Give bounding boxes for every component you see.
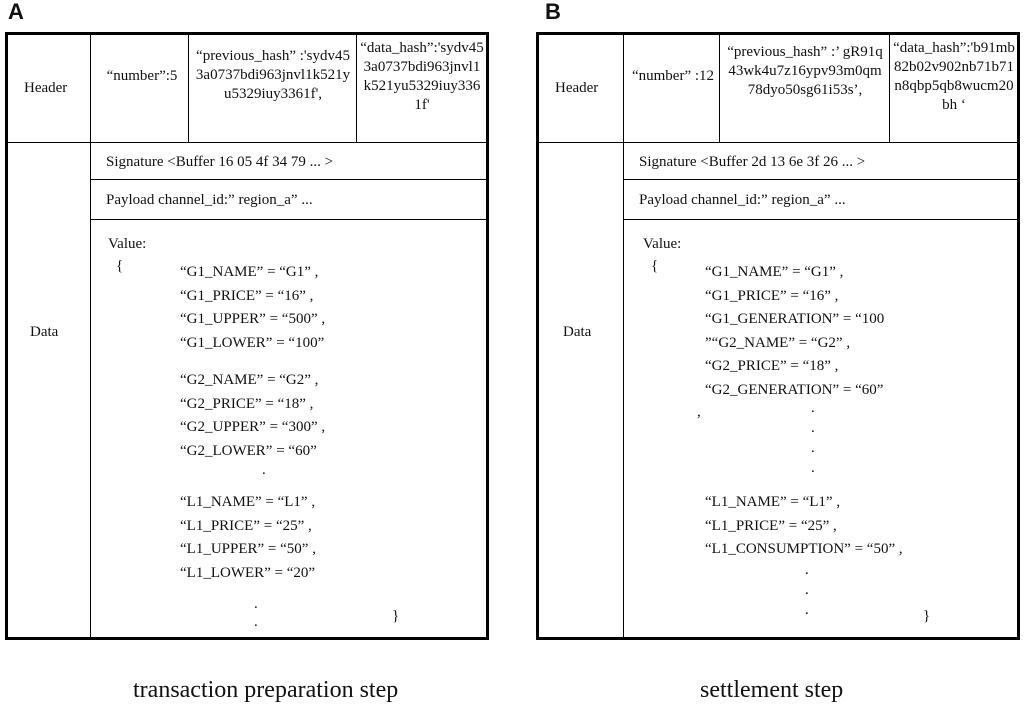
panel-a-block: Header Data “number”:5 “previous_hash” :… (5, 32, 489, 640)
value-label: Value: (643, 236, 682, 252)
value-line: “L1_NAME” = “L1” , (180, 494, 316, 510)
value-line: “L1_PRICE” = “25” , (705, 517, 837, 534)
value-line: “L1_LOWER” = “20” (180, 564, 316, 581)
value-line: “G2_UPPER” = “300” , (180, 419, 326, 435)
value-line: “G1_LOWER” = “100” (180, 334, 325, 351)
header-row-label: Header (555, 80, 599, 96)
panel-b-block: Header Data “number” :12 “previous_hash”… (536, 32, 1020, 640)
panel-b-caption: settlement step (700, 677, 844, 703)
previous-hash-field: “previous_hash” :’ gR91q43wk4u7z16ypv93m… (727, 44, 883, 98)
ellipsis-dot: . (811, 420, 815, 436)
data-row-label: Data (563, 324, 592, 340)
ellipsis-dot: . (811, 460, 815, 476)
data-row-label: Data (30, 324, 59, 340)
signature-field: Signature <Buffer 16 05 4f 34 79 ... > (106, 154, 334, 170)
value-line: “L1_UPPER” = “50” , (180, 541, 316, 557)
payload-field: Payload channel_id:” region_a” ... (639, 192, 846, 208)
open-brace: { (651, 258, 659, 274)
ellipsis-dot: . (262, 462, 266, 478)
ellipsis-dot: . (805, 582, 809, 598)
value-line: “G2_PRICE” = “18” , (705, 358, 839, 374)
value-line: “G2_GENERATION” = “60” (705, 381, 884, 398)
number-field: “number” :12 (631, 68, 715, 84)
value-line: “L1_CONSUMPTION” = “50” , (705, 541, 903, 557)
value-line: “G1_PRICE” = “16” , (705, 287, 839, 304)
value-line: ”“G2_NAME” = “G2” , (705, 334, 851, 351)
number-field: “number”:5 (106, 68, 178, 84)
value-line: “L1_NAME” = “L1” , (705, 494, 841, 510)
value-line: “G1_NAME” = “G1” , (705, 264, 844, 280)
value-line: “G2_NAME” = “G2” , (180, 372, 319, 388)
stray-comma: , (697, 404, 701, 420)
value-line: “G1_GENERATION” = “100 (705, 311, 885, 327)
value-line: “G2_LOWER” = “60” (180, 442, 317, 459)
value-line: “L1_PRICE” = “25” , (180, 517, 312, 534)
ellipsis-dot: . (805, 602, 809, 618)
ellipsis-dot: . (805, 562, 809, 578)
panel-b-letter: B (545, 0, 561, 24)
signature-field: Signature <Buffer 2d 13 6e 3f 26 ... > (639, 154, 866, 170)
close-brace: } (923, 608, 931, 624)
value-line: “G1_UPPER” = “500” , (180, 311, 326, 327)
panel-a-letter: A (8, 0, 24, 24)
open-brace: { (116, 258, 124, 274)
panel-a-caption: transaction preparation step (133, 677, 399, 703)
header-row-label: Header (24, 80, 68, 96)
payload-field: Payload channel_id:” region_a” ... (106, 192, 313, 208)
value-line: “G2_PRICE” = “18” , (180, 395, 314, 412)
previous-hash-field: “previous_hash” :'sydv453a0737bdi963jnvl… (195, 48, 351, 102)
close-brace: } (392, 608, 400, 624)
data-hash-field: “data_hash”:'b91mb82b02v902nb71b71n8qbp5… (893, 40, 1015, 113)
value-label: Value: (108, 236, 147, 252)
value-line: “G1_PRICE” = “16” , (180, 287, 314, 304)
ellipsis-dot: . (254, 596, 258, 612)
value-line: “G1_NAME” = “G1” , (180, 264, 319, 280)
ellipsis-dot: . (254, 614, 258, 630)
ellipsis-dot: . (811, 400, 815, 416)
data-hash-field: “data_hash”:'sydv453a0737bdi963jnvl1k521… (360, 40, 484, 113)
ellipsis-dot: . (811, 440, 815, 456)
